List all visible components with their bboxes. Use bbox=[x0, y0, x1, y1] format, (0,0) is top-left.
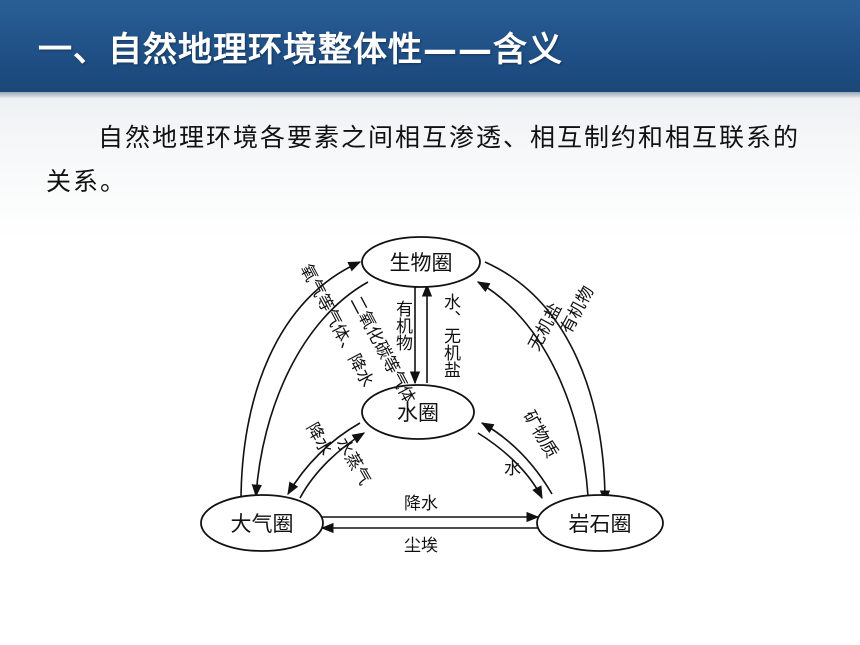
node-biosphere: 生物圈 bbox=[361, 236, 481, 288]
edge-label-atmo-to-water: 降水 bbox=[302, 420, 336, 459]
arrow-atmo-to-bio bbox=[240, 261, 362, 503]
edge-label-rock-to-water: 矿物质 bbox=[519, 408, 562, 462]
edge-label-atmo-to-rock: 降水 bbox=[404, 494, 438, 514]
slide-title: 一、自然地理环境整体性——含义 bbox=[38, 30, 563, 70]
arrow-water-to-rock bbox=[477, 432, 543, 500]
arrow-rock-to-water bbox=[480, 422, 553, 495]
arrow-water-to-atmo bbox=[287, 422, 361, 496]
edge-label-rock-to-atmo: 尘埃 bbox=[404, 536, 438, 556]
arrow-rock-to-bio bbox=[476, 281, 589, 497]
node-label-biosphere: 生物圈 bbox=[390, 251, 453, 275]
node-label-atmosphere: 大气圈 bbox=[231, 512, 294, 536]
edge-label-water-to-bio: 水、无机盐 bbox=[440, 293, 461, 378]
definition-text: 自然地理环境各要素之间相互渗透、相互制约和相互联系的关系。 bbox=[46, 123, 801, 196]
node-label-hydrosphere: 水圈 bbox=[397, 401, 439, 425]
arrow-bio-to-atmo bbox=[251, 281, 369, 498]
edge-label-water-to-rock: 水 bbox=[504, 459, 521, 479]
node-hydrosphere: 水圈 bbox=[361, 384, 475, 440]
node-label-lithosphere: 岩石圈 bbox=[569, 512, 632, 536]
title-bar bbox=[0, 0, 860, 92]
arrow-atmo-to-water bbox=[299, 432, 366, 499]
edge-label-water-to-atmo: 水蒸气 bbox=[332, 435, 375, 489]
title-stripe bbox=[0, 92, 860, 98]
arrow-bio-to-rock bbox=[484, 261, 611, 504]
edge-label-bio-to-water: 有机物 bbox=[392, 300, 413, 351]
node-lithosphere: 岩石圈 bbox=[536, 494, 664, 552]
background-texture bbox=[0, 98, 860, 238]
node-atmosphere: 大气圈 bbox=[200, 494, 324, 552]
